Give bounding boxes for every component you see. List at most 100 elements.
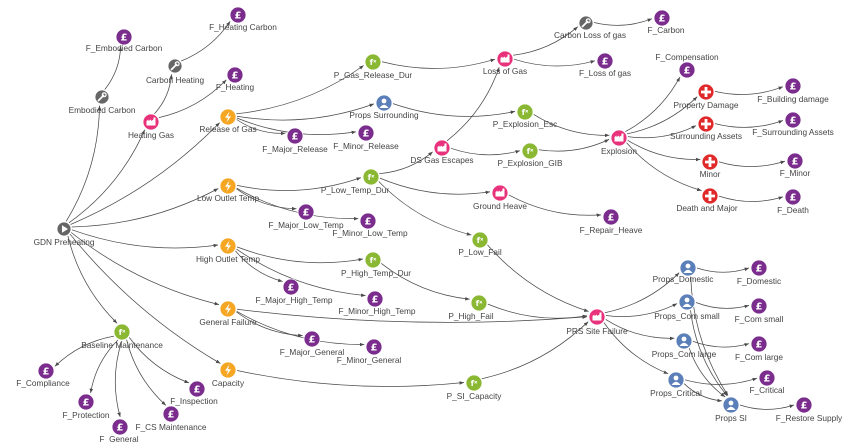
edge-prs-failure-to-props-com-small	[605, 303, 678, 317]
pound-icon: £	[786, 152, 804, 170]
function-icon: fˣ	[521, 142, 539, 160]
node-ground-heave[interactable]: Ground Heave	[473, 184, 527, 211]
node-f-heating-carbon[interactable]: £F_Heating Carbon	[209, 6, 277, 32]
node-ds-gas[interactable]: DS Gas Escapes	[410, 139, 474, 165]
node-f-minor-high[interactable]: £F_Minor_High_Temp	[338, 290, 416, 316]
node-f-minor-low[interactable]: £F_Minor_Low_Temp	[332, 212, 408, 238]
node-f-loss-gas[interactable]: £F_Loss of gas	[579, 52, 631, 78]
edge-gdn-to-low-outlet	[71, 188, 219, 228]
pound-icon: £	[758, 369, 776, 387]
person-icon	[678, 293, 696, 311]
node-p-high-fail[interactable]: fˣP_High_Fail	[448, 294, 494, 321]
node-embodied[interactable]: Embodied Carbon	[69, 89, 136, 115]
node-props-si[interactable]: Props SI	[715, 396, 747, 423]
node-f-death[interactable]: £F_Death	[777, 188, 809, 215]
label-f-major-release: F_Major_Release	[262, 144, 328, 154]
node-props-com-large[interactable]: Props_Com large	[652, 332, 717, 359]
plus-icon	[701, 187, 719, 205]
node-f-major-high[interactable]: £F_Major_High_Temp	[255, 278, 333, 305]
node-f-building[interactable]: £F_Building damage	[757, 77, 829, 104]
label-property-damage: Property Damage	[673, 100, 738, 110]
node-f-surrounding-assets[interactable]: £F_Surrounding Assets	[752, 111, 834, 137]
node-f-critical[interactable]: £F_Critical	[749, 369, 785, 395]
node-p-high-temp[interactable]: fˣP_High_Temp_Dur	[341, 251, 411, 278]
node-carbon-heating[interactable]: Carbon Heating	[146, 58, 205, 85]
node-f-major-low[interactable]: £F_Major_Low_Temp	[268, 203, 344, 230]
node-loss-gas[interactable]: Loss of Gas	[483, 50, 527, 76]
node-f-minor[interactable]: £F_Minor	[780, 152, 811, 178]
node-props-com-small[interactable]: Props_Com small	[654, 293, 720, 321]
svg-text:fˣ: fˣ	[476, 299, 483, 308]
node-f-major-release[interactable]: £F_Major_Release	[262, 127, 328, 154]
edge-p-explosion-gib-to-explosion	[538, 139, 610, 152]
node-f-general[interactable]: £F_General	[99, 418, 139, 443]
node-p-low-fail[interactable]: fˣP_Low_Fail	[458, 231, 502, 257]
pound-icon: £	[37, 362, 55, 380]
node-explosion[interactable]: Explosion	[601, 129, 637, 156]
node-f-cs-maint[interactable]: £F_CS Maintenance	[135, 405, 207, 432]
node-f-minor-general[interactable]: £F_Minor_General	[337, 338, 402, 365]
person-icon	[679, 259, 697, 277]
node-property-damage[interactable]: Property Damage	[673, 83, 739, 110]
label-props-com-small: Props_Com small	[654, 311, 720, 321]
node-general-failure[interactable]: General Failure	[199, 300, 257, 327]
plus-icon	[697, 115, 715, 133]
node-prs-failure[interactable]: PRS Site Failure	[566, 308, 628, 336]
node-p-explosion-esc[interactable]: fˣP_Explosion_Esc	[493, 103, 558, 129]
label-f-general: F_General	[99, 434, 138, 443]
node-f-minor-release[interactable]: £F_Minor_Release	[333, 124, 399, 151]
node-p-low-temp[interactable]: fˣP_Low_Temp_Dur	[321, 168, 389, 195]
node-props-critical[interactable]: Props_Critical	[650, 371, 702, 398]
svg-text:£: £	[371, 343, 378, 354]
label-f-inspection: F_Inspection	[170, 396, 218, 406]
node-f-embodied[interactable]: £F_Embodied Carbon	[86, 28, 163, 53]
factory-icon	[610, 129, 628, 147]
node-f-restore[interactable]: £F_Restore Supply	[776, 396, 843, 423]
label-f-heating: F_Heating	[216, 82, 255, 92]
node-release-gas[interactable]: Release of Gas	[199, 108, 257, 134]
node-f-carbon[interactable]: £F_Carbon	[648, 9, 685, 35]
node-capacity[interactable]: Capacity	[212, 361, 245, 388]
node-props-surrounding[interactable]: Props Surrounding	[349, 94, 419, 120]
node-props-domestic[interactable]: Props_Domestic	[653, 259, 714, 284]
node-death-major[interactable]: Death and Major	[676, 187, 738, 213]
node-f-compensation[interactable]: £F_Compensation	[655, 52, 719, 79]
node-f-major-general[interactable]: £F_Major_General	[280, 330, 345, 357]
lightning-icon	[219, 237, 237, 255]
node-heating-gas[interactable]: Heating Gas	[128, 113, 174, 140]
node-f-com-small[interactable]: £F_Com small	[735, 297, 784, 324]
node-f-repair-heave[interactable]: £F_Repair_Heave	[580, 208, 643, 235]
label-f-surrounding-assets: F_Surrounding Assets	[752, 127, 834, 137]
node-carbon-loss[interactable]: Carbon Loss of gas	[554, 15, 626, 40]
edge-p-si-capacity-to-prs-failure	[481, 321, 589, 380]
edge-low-outlet-to-f-minor-low	[236, 187, 359, 221]
edge-property-damage-to-f-building	[714, 86, 784, 95]
node-f-domestic[interactable]: £F_Domestic	[737, 259, 781, 286]
edge-ground-heave-to-f-repair-heave	[508, 194, 602, 217]
node-p-explosion-gib[interactable]: fˣP_Explosion_GIB	[497, 142, 563, 168]
svg-text:£: £	[363, 129, 370, 140]
label-gdn: GDN Preheating	[34, 237, 95, 247]
label-baseline: Baseline Maintenance	[81, 340, 163, 350]
node-high-outlet[interactable]: High Outlet Temp	[196, 237, 260, 264]
function-icon: fˣ	[465, 374, 483, 392]
node-surrounding-assets[interactable]: Surrounding Assets	[670, 115, 742, 141]
svg-text:fˣ: fˣ	[471, 379, 478, 388]
svg-text:£: £	[756, 264, 763, 275]
node-f-compliance[interactable]: £F_Compliance	[16, 362, 70, 388]
node-f-com-large[interactable]: £F_Com large	[735, 335, 783, 362]
node-low-outlet[interactable]: Low Outlet Temp	[197, 177, 259, 203]
node-f-heating[interactable]: £F_Heating	[216, 66, 255, 92]
node-f-protection[interactable]: £F_Protection	[62, 393, 110, 420]
node-gdn[interactable]: GDN Preheating	[34, 221, 95, 247]
label-f-major-high: F_Major_High_Temp	[255, 295, 332, 305]
node-p-si-capacity[interactable]: fˣP_SI_Capacity	[447, 374, 503, 401]
label-general-failure: General Failure	[199, 317, 257, 327]
node-p-gas-release[interactable]: fˣP_Gas_Release_Dur	[334, 53, 413, 80]
pound-icon: £	[602, 208, 620, 226]
label-f-minor-high: F_Minor_High_Temp	[338, 306, 415, 316]
pound-icon: £	[750, 297, 768, 315]
node-f-inspection[interactable]: £F_Inspection	[170, 380, 218, 406]
node-minor[interactable]: Minor	[700, 153, 721, 179]
